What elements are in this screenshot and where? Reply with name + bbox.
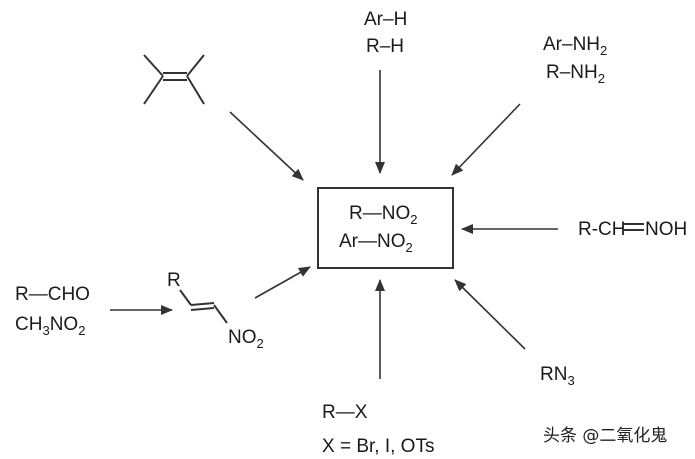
leaving-group-note: X = Br, I, OTs <box>322 436 434 457</box>
reactant-r-x: R—X <box>322 402 368 423</box>
reactant-ar-h: Ar–H <box>364 9 407 30</box>
nitroalkene-structure: R NO2 <box>167 270 264 351</box>
arrow-from-nitroalkene <box>254 266 311 299</box>
oxime-right-label: NOH <box>645 219 687 240</box>
nitroalkene-r-label: R <box>167 270 181 291</box>
product-ar-no2: Ar—NO2 <box>339 231 413 255</box>
reactant-r-h: R–H <box>366 36 404 57</box>
reactant-ch3no2: CH3NO2 <box>15 314 85 338</box>
alkene-structure <box>143 54 205 105</box>
nitroalkene-no2-label: NO2 <box>228 327 264 351</box>
arrow-from-alkene <box>229 111 304 181</box>
reactant-r-cho: R—CHO <box>15 284 90 305</box>
reactant-ar-nh2: Ar–NH2 <box>543 34 607 58</box>
product-box <box>317 187 454 269</box>
reactant-r-nh2: R–NH2 <box>546 62 605 86</box>
oxime-left-label: R-CH <box>578 219 626 240</box>
reactant-azide: RN3 <box>540 364 575 388</box>
arrow-from-azide <box>454 279 526 350</box>
reactant-oxime: R-CH NOH <box>578 219 687 240</box>
watermark-text: 头条 @二氧化鬼 <box>543 426 667 446</box>
product-r-no2: R—NO2 <box>349 203 417 227</box>
arrow-from-amine <box>451 103 521 176</box>
